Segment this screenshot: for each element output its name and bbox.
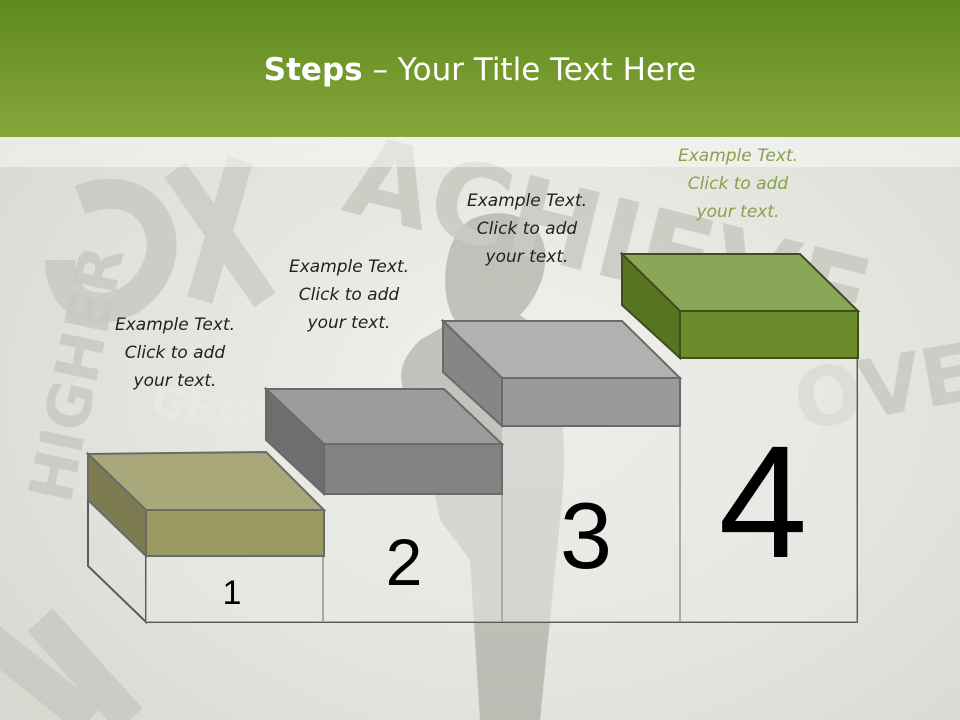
step-2-caption-line3: your text.	[307, 313, 391, 333]
step-1-box[interactable]	[85, 450, 327, 559]
step-2-caption-line2: Click to add	[298, 285, 400, 305]
step-1-caption-line3: your text.	[133, 371, 217, 391]
step-4-caption-line1: Example Text.	[677, 146, 799, 166]
step-2-caption[interactable]: Example Text. Click to add your text.	[239, 253, 459, 337]
step-4-caption[interactable]: Example Text. Click to add your text.	[628, 142, 848, 226]
step-4-box[interactable]	[619, 251, 861, 361]
step-3-box[interactable]	[440, 318, 683, 429]
header-band	[0, 137, 960, 167]
step-4-caption-line2: Click to add	[687, 174, 789, 194]
step-1-caption-line1: Example Text.	[114, 315, 236, 335]
title-bar	[0, 0, 960, 137]
step-3-caption-line1: Example Text.	[466, 191, 588, 211]
step-3-number: 3	[560, 483, 612, 588]
step-3-caption-line2: Click to add	[476, 219, 578, 239]
step-2-box[interactable]	[263, 386, 505, 497]
step-4-caption-line3: your text.	[696, 202, 780, 222]
step-1-number: 1	[223, 574, 242, 612]
title-bold: Steps	[263, 52, 363, 88]
step-2-caption-line1: Example Text.	[288, 257, 410, 277]
step-1-caption-line2: Click to add	[124, 343, 226, 363]
title-rest: – Your Title Text Here	[362, 52, 697, 88]
step-2-number: 2	[386, 525, 423, 599]
step-1-caption[interactable]: Example Text. Click to add your text.	[65, 311, 285, 395]
step-3-caption-line3: your text.	[485, 247, 569, 267]
step-3-caption[interactable]: Example Text. Click to add your text.	[417, 187, 637, 271]
slide-title[interactable]: Steps – Your Title Text Here	[0, 52, 960, 88]
step-4-number: 4	[719, 412, 808, 591]
